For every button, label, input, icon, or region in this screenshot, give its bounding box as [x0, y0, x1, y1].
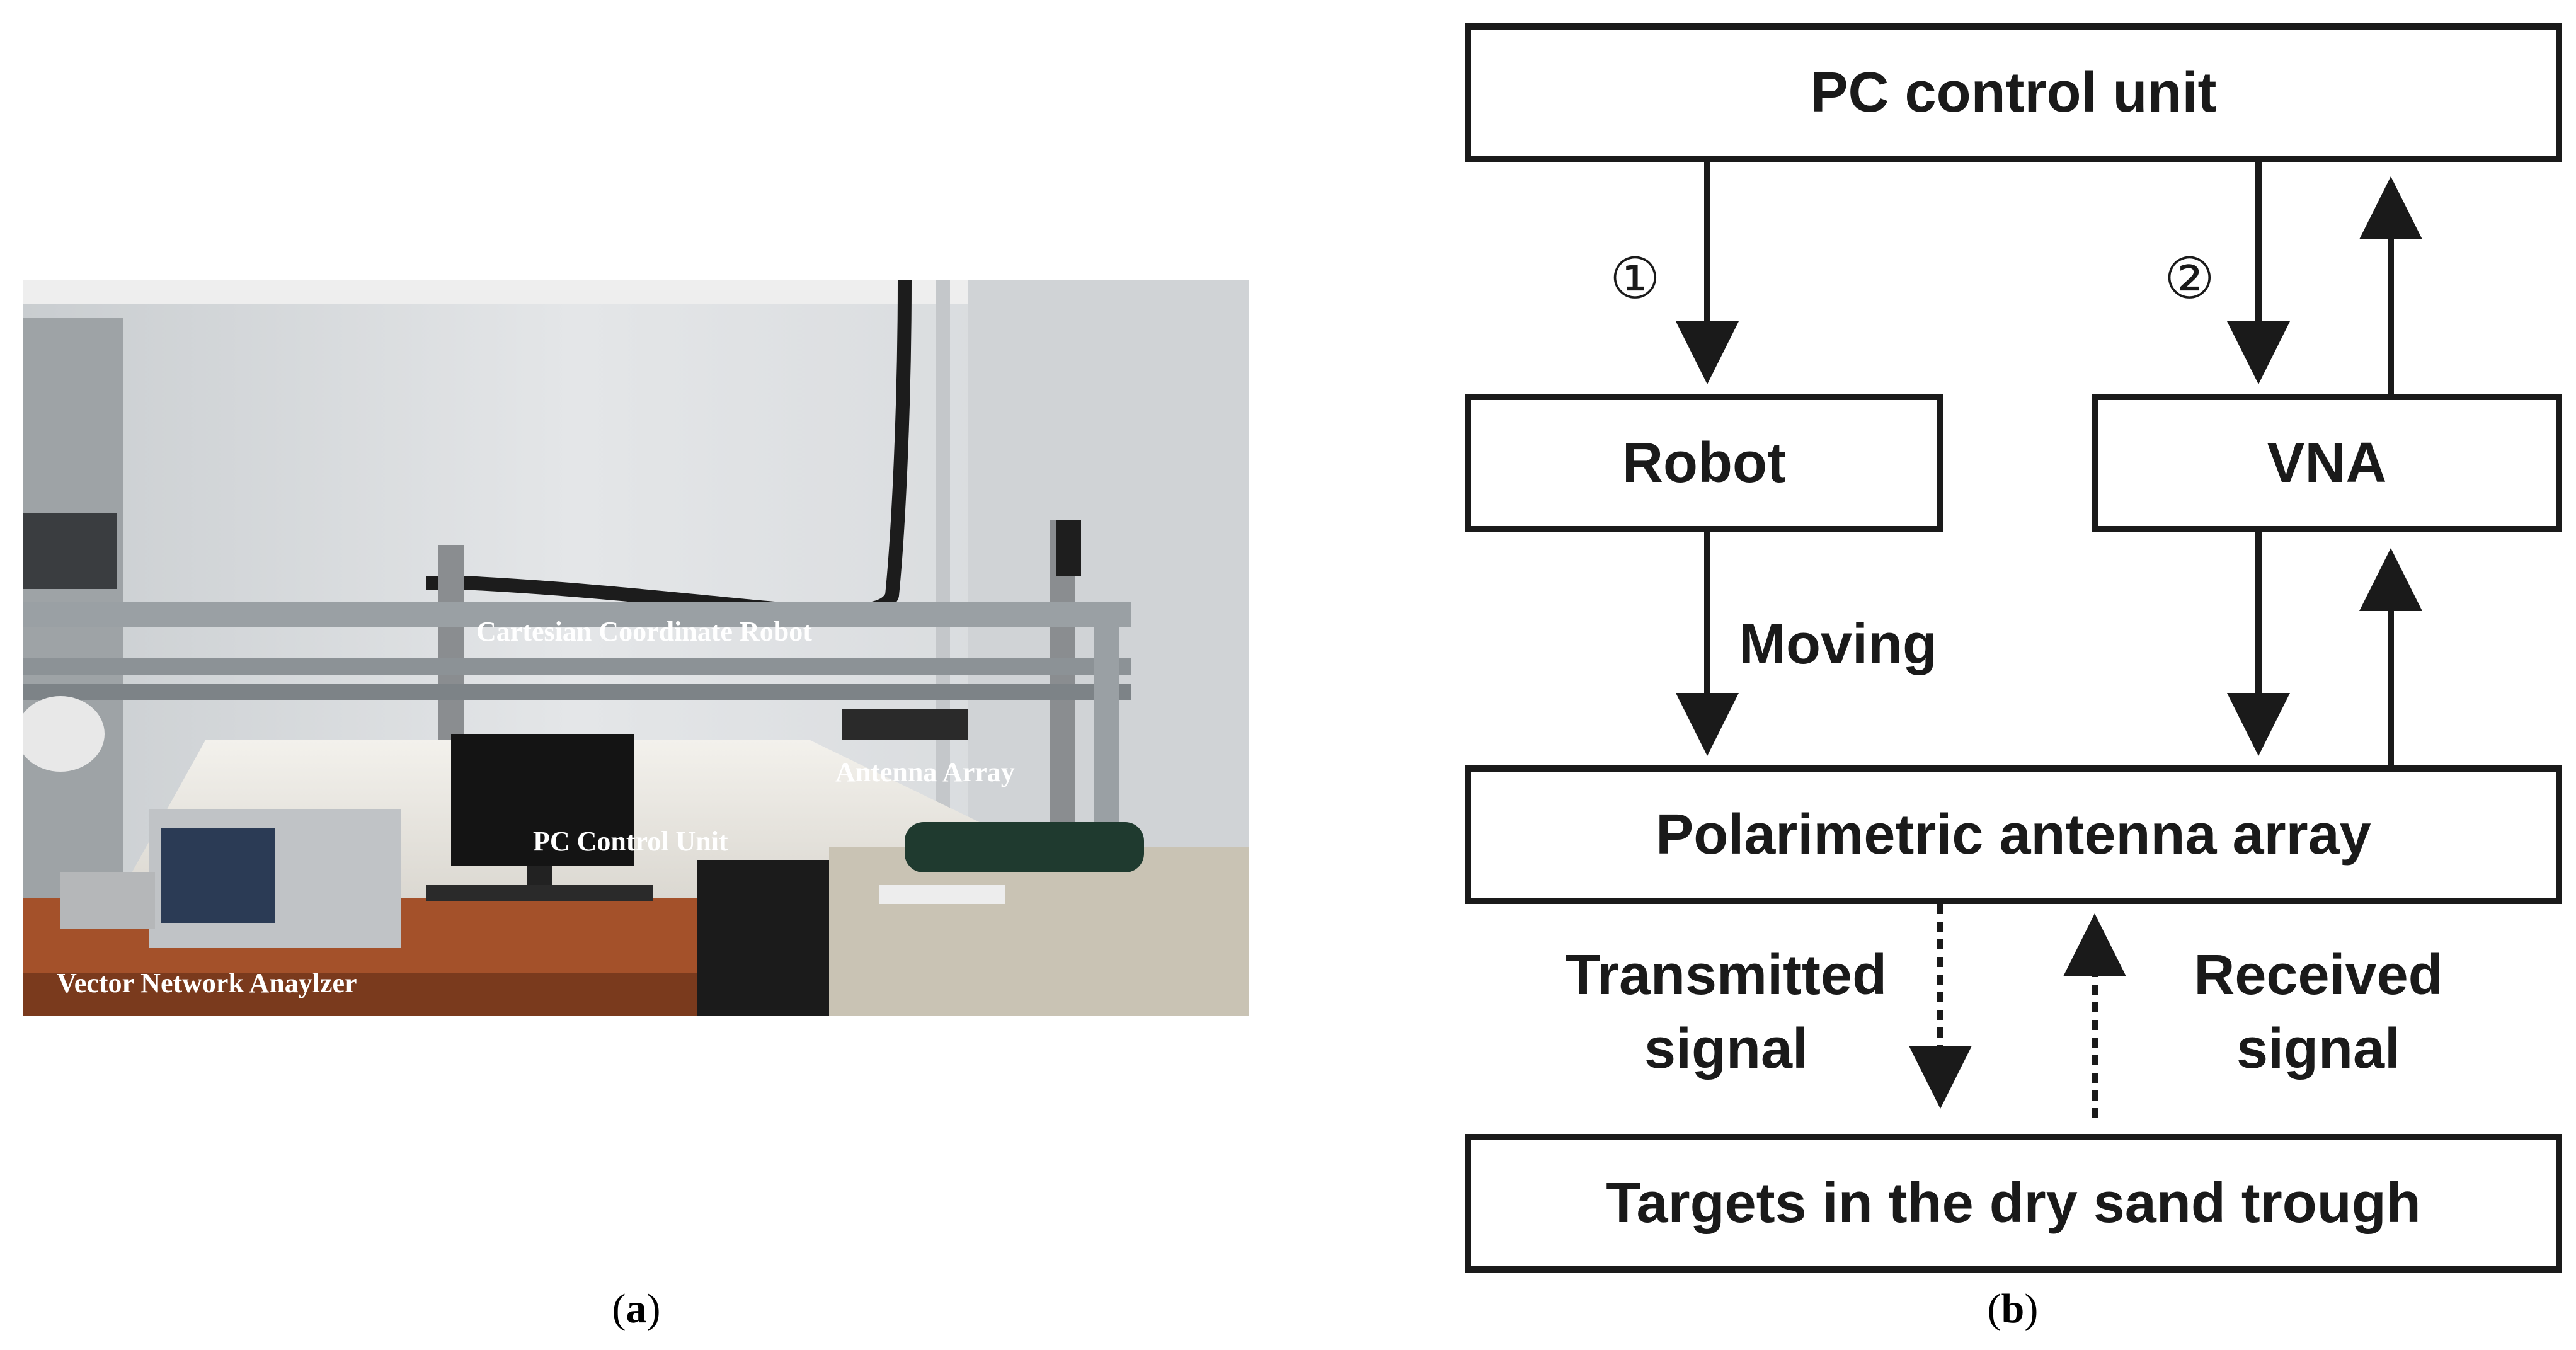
pc-tower — [697, 860, 829, 1016]
step-two-marker: ② — [2164, 246, 2215, 312]
transmitted-signal-label: Transmitted signal — [1565, 944, 1887, 1080]
label-antenna-array: Antenna Array — [835, 757, 1015, 787]
caption-b: (b) — [1987, 1286, 2039, 1332]
polarimetric-antenna-array-box: Polarimetric antenna array — [1465, 765, 2562, 904]
cabinet — [829, 847, 1249, 1016]
vna-screen — [161, 828, 275, 923]
door-panel — [23, 513, 117, 589]
cloth — [905, 822, 1144, 872]
label-robot: Cartesian Coordinate Robot — [476, 616, 812, 647]
antenna-array — [842, 709, 968, 740]
table-front — [23, 973, 722, 1016]
label-pc-control-unit: PC Control Unit — [533, 826, 728, 857]
label-vector-network-analyzer: Vector Network Anaylzer — [57, 968, 357, 998]
motor — [1056, 520, 1081, 576]
gantry-rail-low — [23, 684, 1131, 700]
moving-label: Moving — [1739, 613, 1937, 676]
keyboard — [426, 885, 653, 901]
caption-a-letter: a — [626, 1286, 647, 1332]
setup-photo-drawing: Cartesian Coordinate Robot Antenna Array… — [23, 280, 1249, 1016]
targets-box: Targets in the dry sand trough — [1465, 1134, 2562, 1273]
vna-box: VNA — [2092, 394, 2562, 532]
monitor — [451, 734, 634, 866]
aux-instrument — [60, 872, 155, 929]
step-one-marker: ① — [1610, 246, 1661, 312]
setup-photo: Cartesian Coordinate Robot Antenna Array… — [23, 280, 1249, 1016]
robot-box: Robot — [1465, 394, 1943, 532]
gantry-rail-mid — [23, 658, 1131, 675]
lamp — [23, 696, 105, 772]
pc-control-unit-box: PC control unit — [1465, 23, 2562, 162]
caption-a: (a) — [612, 1286, 661, 1332]
gantry-rail-top — [23, 602, 1131, 627]
received-signal-label: Received signal — [2194, 944, 2443, 1080]
caption-b-letter: b — [2001, 1286, 2025, 1332]
robot-post — [936, 280, 950, 847]
power-strip — [879, 885, 1005, 904]
